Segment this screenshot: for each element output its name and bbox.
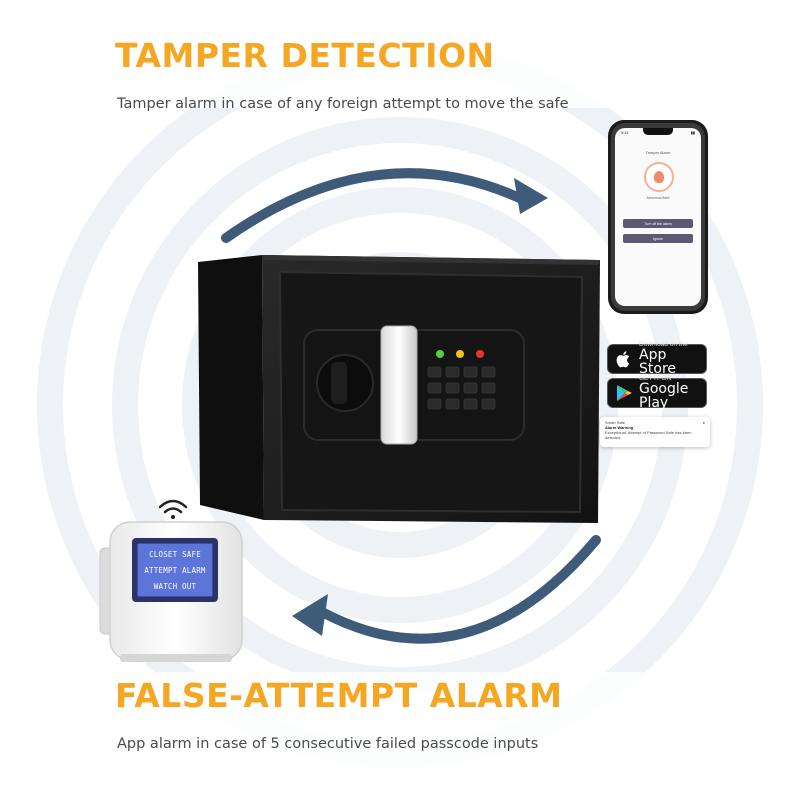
phone-screen: 9:41 ▮▮ Tamper Alarm Abnormal Alert Turn… [615, 128, 701, 306]
top-curved-arrow-icon [221, 168, 548, 243]
alarm-bell-icon [644, 162, 674, 192]
apple-icon [616, 351, 630, 368]
notification-body: Exceptional. Attempt of Password Safe ha… [605, 430, 692, 440]
lcd-line-2: ATTEMPT ALARM [144, 565, 206, 575]
false-attempt-alarm-heading: FALSE-ATTEMPT ALARM [115, 676, 563, 715]
turn-off-alarm-button[interactable]: Turn off the alarm [623, 219, 693, 228]
notification-app-name: Smart Safe [605, 420, 626, 425]
lcd-line-3: WATCH OUT [153, 581, 197, 591]
tamper-detection-subtext: Tamper alarm in case of any foreign atte… [117, 96, 569, 112]
google-play-icon [617, 385, 632, 401]
phone-status-bar: 9:41 ▮▮ [621, 130, 695, 135]
google-play-small-label: GET IT ON [639, 374, 672, 382]
notification-title: Alarm Warning [605, 425, 634, 430]
app-store-label: App Store [639, 347, 677, 378]
battery-icon: ▮▮ [690, 130, 695, 135]
push-notification[interactable]: Smart Safe ● Alarm Warning Exceptional. … [600, 417, 710, 447]
ignore-button[interactable]: Ignore [623, 234, 693, 243]
google-play-label: Google Play [639, 381, 689, 412]
phone-screen-title: Tamper Alarm [645, 150, 671, 155]
app-store-badge[interactable]: Download on the App Store [607, 340, 707, 378]
false-attempt-alarm-subtext: App alarm in case of 5 consecutive faile… [117, 736, 539, 752]
safe [198, 255, 600, 523]
alarm-lcd-display: CLOSET SAFE ATTEMPT ALARM WATCH OUT [137, 543, 213, 597]
google-play-badge[interactable]: GET IT ON Google Play [607, 374, 707, 412]
wifi-icon [158, 499, 188, 519]
bottom-curved-arrow-icon [292, 535, 601, 644]
lcd-line-1: CLOSET SAFE [149, 549, 201, 559]
phone-time: 9:41 [621, 130, 629, 135]
phone-screen-message: Abnormal Alert [646, 196, 670, 200]
tamper-detection-heading: TAMPER DETECTION [115, 36, 495, 75]
app-store-small-label: Download on the [639, 340, 688, 348]
phone-notch [643, 128, 673, 135]
notification-dot-icon: ● [702, 420, 705, 425]
